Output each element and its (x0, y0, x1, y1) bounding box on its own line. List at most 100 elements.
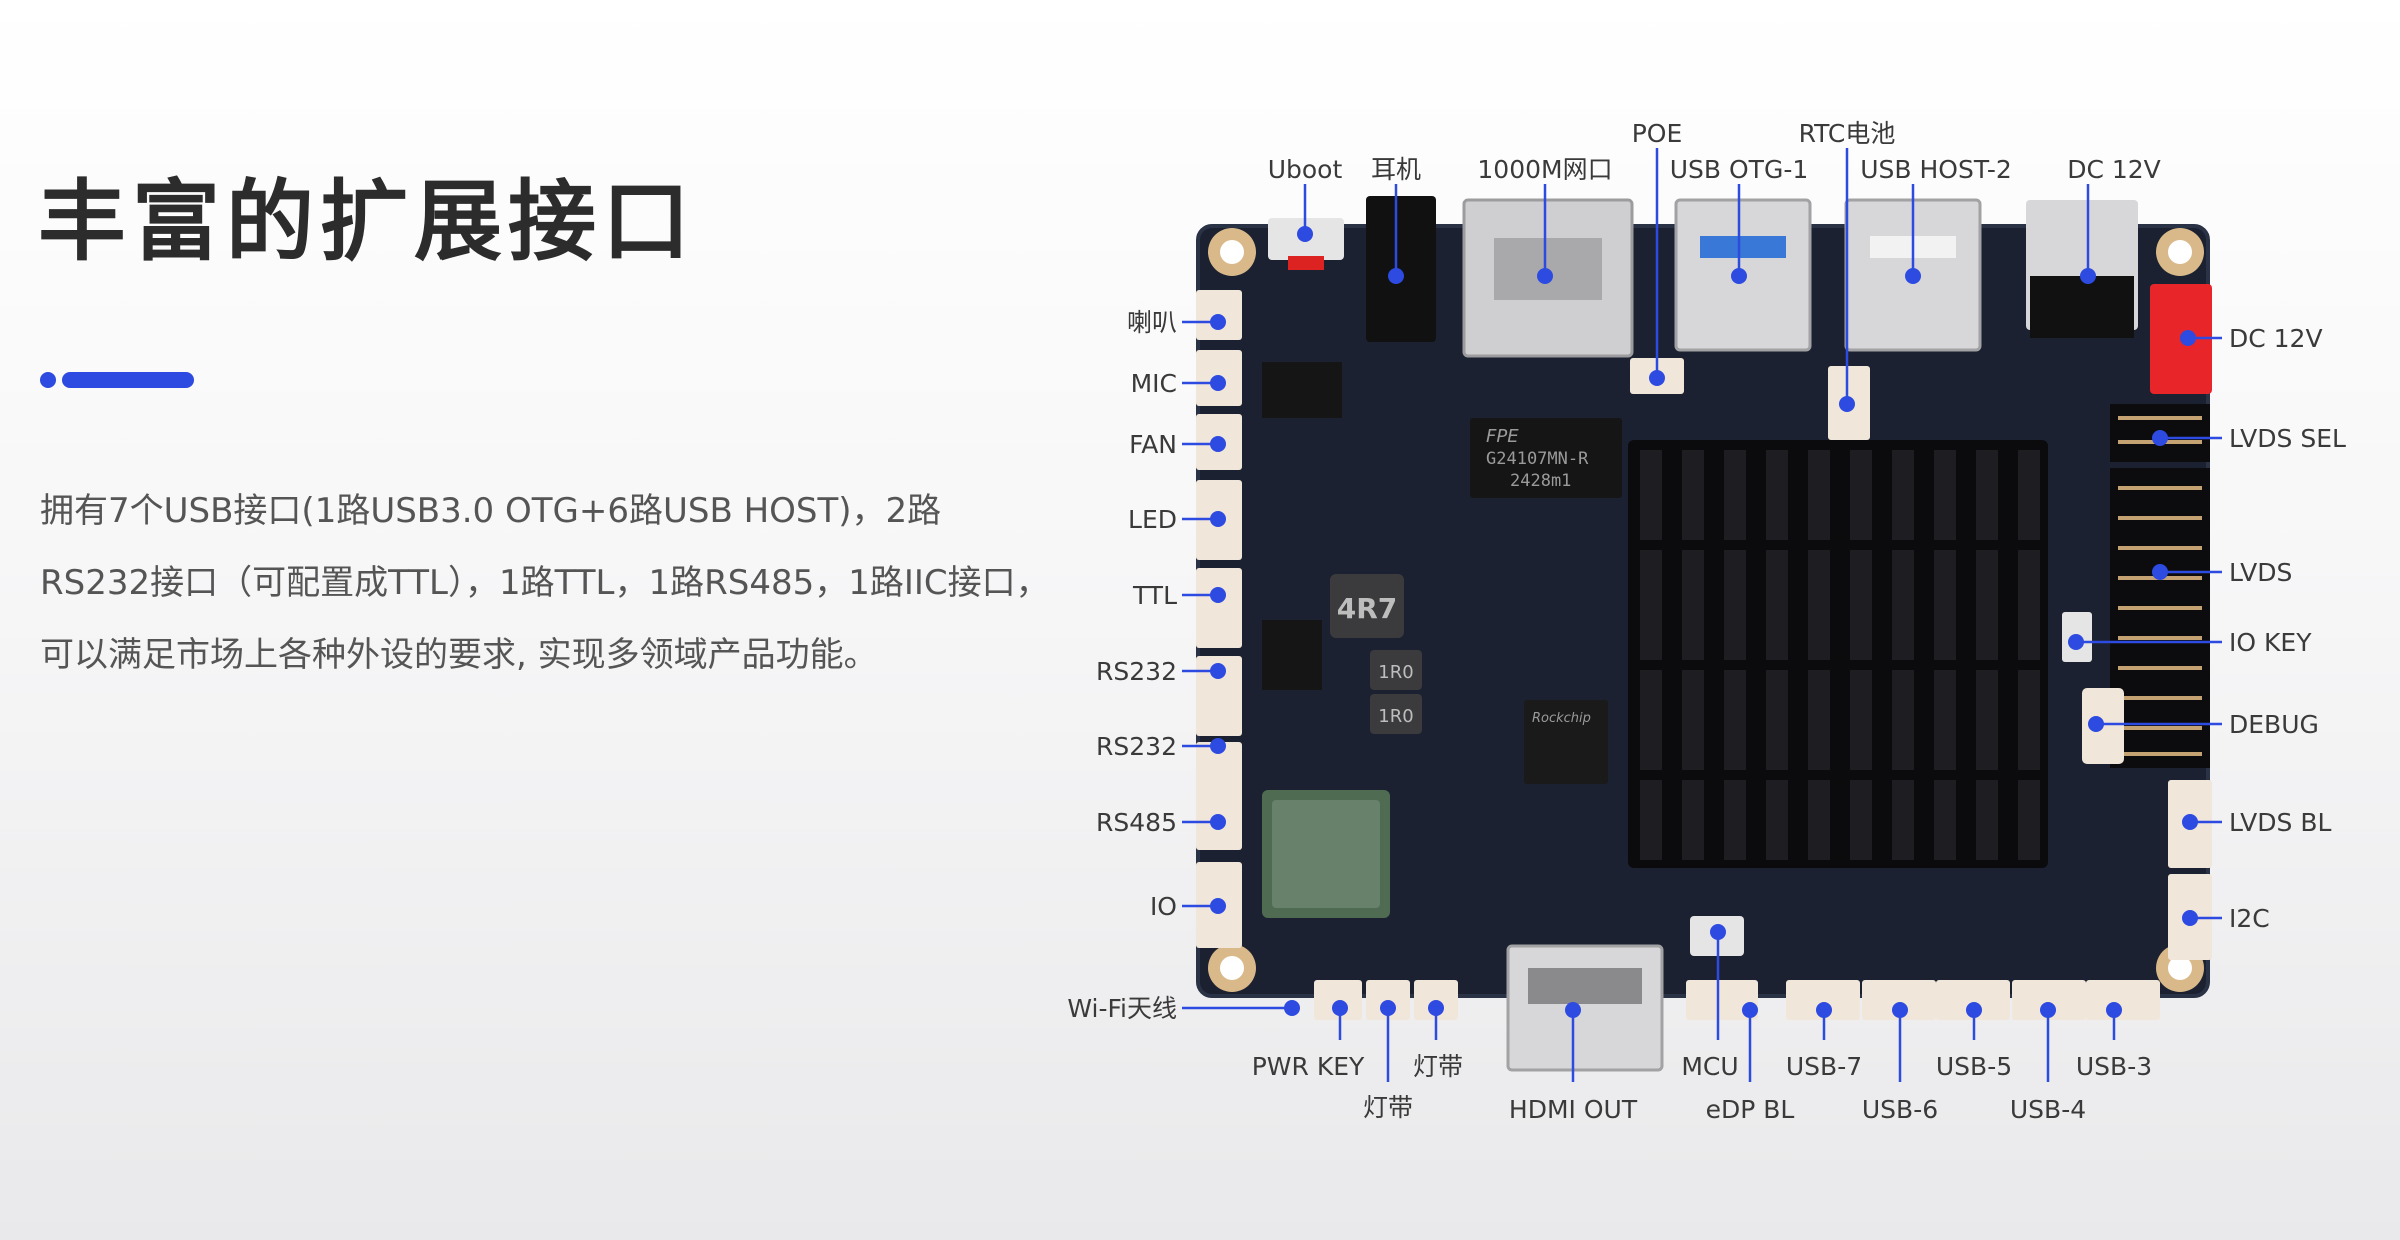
label-io: IO (1150, 892, 1177, 921)
label-poe: POE (1632, 119, 1683, 148)
resistor-a (1370, 650, 1422, 690)
label-usb6: USB-6 (1862, 1095, 1938, 1124)
label-dc-top: DC 12V (2067, 155, 2161, 184)
label-usb5: USB-5 (1936, 1052, 2012, 1081)
hdmi-port-inner (1528, 968, 1642, 1004)
marker-usb7 (1816, 1002, 1832, 1018)
marker-rs485 (1210, 814, 1226, 830)
label-dc-right: DC 12V (2229, 324, 2323, 353)
soc-brand: Rockchip (1532, 711, 1591, 726)
marker-wifi (1284, 1000, 1300, 1016)
chip-brand: FPE (1486, 426, 1519, 447)
marker-rs232-a (1210, 663, 1226, 679)
marker-usb4 (2040, 1002, 2056, 1018)
label-led: LED (1128, 505, 1177, 534)
marker-pwr-key (1332, 1000, 1348, 1016)
uboot-button-red (1288, 256, 1324, 270)
label-rs232-b: RS232 (1096, 732, 1177, 761)
marker-ttl (1210, 587, 1226, 603)
label-lvds-sel: LVDS SEL (2229, 424, 2346, 453)
marker-usb-otg1 (1731, 268, 1747, 284)
label-hdmi-out: HDMI OUT (1509, 1095, 1638, 1124)
label-lvds: LVDS (2229, 558, 2292, 587)
small-ic-b (1262, 620, 1322, 690)
marker-usb3 (2106, 1002, 2122, 1018)
label-mic: MIC (1131, 369, 1177, 398)
marker-mic (1210, 375, 1226, 391)
marker-mcu (1710, 924, 1726, 940)
heatsink-fins (1640, 450, 2040, 860)
label-rtc: RTC电池 (1799, 119, 1896, 148)
resistor-a-label: 1R0 (1378, 662, 1413, 683)
marker-led (1210, 511, 1226, 527)
marker-lvds (2152, 564, 2168, 580)
connector-markers (1210, 226, 2198, 1018)
marker-poe (1649, 370, 1665, 386)
marker-usb5 (1966, 1002, 1982, 1018)
inductor-label: 4R7 (1337, 592, 1398, 625)
marker-ethernet (1537, 268, 1553, 284)
soc-chip (1524, 700, 1608, 784)
inductor (1330, 574, 1404, 638)
label-lvds-bl: LVDS BL (2229, 808, 2332, 837)
small-ic-a (1262, 362, 1342, 418)
label-earphone: 耳机 (1371, 155, 1421, 184)
marker-usb-host2 (1905, 268, 1921, 284)
marker-earphone (1388, 268, 1404, 284)
marker-debug (2088, 716, 2104, 732)
accent-bar (62, 372, 194, 388)
label-usb7: USB-7 (1786, 1052, 1862, 1081)
label-wifi: Wi-Fi天线 (1067, 994, 1177, 1023)
label-usb-otg1: USB OTG-1 (1670, 155, 1809, 184)
marker-lightstrip-a (1428, 1000, 1444, 1016)
label-speaker: 喇叭 (1127, 308, 1177, 337)
page-title: 丰富的扩展接口 (38, 170, 697, 273)
marker-rs232-b (1210, 738, 1226, 754)
description-text: 拥有7个USB接口(1路USB3.0 OTG+6路USB HOST)，2路RS2… (40, 491, 1050, 675)
label-usb3: USB-3 (2076, 1052, 2152, 1081)
label-usb4: USB-4 (2010, 1095, 2086, 1124)
marker-io (1210, 898, 1226, 914)
chip-code: 2428m1 (1510, 471, 1571, 491)
hdmi-port (1506, 944, 1664, 1072)
phy-chip (1470, 418, 1622, 498)
chip-part: G24107MN-R (1486, 449, 1589, 469)
resistor-b (1370, 694, 1422, 734)
label-lightstrip-a: 灯带 (1413, 1052, 1463, 1081)
marker-uboot (1297, 226, 1313, 242)
label-rs485: RS485 (1096, 808, 1177, 837)
wifi-module-shield (1272, 800, 1380, 908)
marker-hdmi (1565, 1002, 1581, 1018)
bottom-connectors (1314, 980, 2160, 1020)
marker-dc-right (2180, 330, 2196, 346)
accent-dot (40, 372, 56, 388)
heatsink-slots (1628, 540, 2048, 780)
left-connectors (1196, 290, 1242, 948)
marker-edp-bl (1742, 1002, 1758, 1018)
marker-rtc (1839, 396, 1855, 412)
label-io-key: IO KEY (2229, 628, 2312, 657)
marker-lvds-sel (2152, 430, 2168, 446)
label-ttl: TTL (1132, 581, 1177, 610)
marker-lightstrip-b (1380, 1000, 1396, 1016)
marker-io-key (2068, 634, 2084, 650)
label-mcu: MCU (1681, 1052, 1738, 1081)
marker-dc-top (2080, 268, 2096, 284)
label-fan: FAN (1129, 430, 1177, 459)
label-rs232-a: RS232 (1096, 657, 1177, 686)
marker-i2c (2182, 910, 2198, 926)
resistor-b-label: 1R0 (1378, 706, 1413, 727)
label-ethernet: 1000M网口 (1477, 155, 1612, 184)
marker-fan (1210, 436, 1226, 452)
label-i2c: I2C (2229, 904, 2270, 933)
label-lightstrip-b: 灯带 (1363, 1093, 1413, 1122)
label-uboot: Uboot (1268, 155, 1343, 184)
usb-otg1-tongue (1700, 236, 1786, 258)
dc-jack-body (2030, 276, 2134, 338)
label-edp-bl: eDP BL (1706, 1095, 1795, 1124)
earphone-jack (1366, 196, 1436, 342)
label-debug: DEBUG (2229, 710, 2319, 739)
leader-lines (1182, 148, 2222, 1082)
label-pwr-key: PWR KEY (1252, 1052, 1365, 1081)
